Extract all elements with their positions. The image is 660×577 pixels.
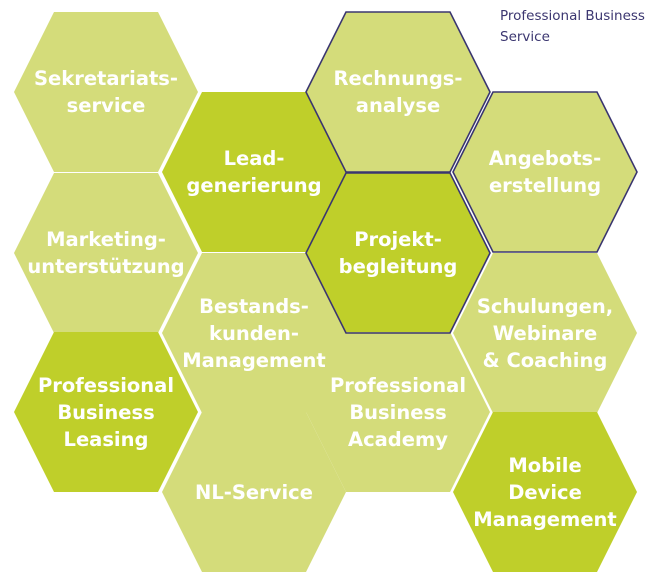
legend-line-1: Professional Business (500, 8, 645, 24)
hexagon-shape-sekretariatsservice (14, 12, 198, 172)
hexagon-professional-business-leasing (14, 332, 198, 492)
hexagon-shape-schulungen-webinare-coaching (453, 253, 637, 413)
hexagon-professional-business-academy (306, 332, 490, 492)
hexagon-shape-rechnungsanalyse (306, 12, 490, 172)
hexagon-nl-service (162, 412, 346, 572)
legend-line-2: Service (500, 29, 550, 45)
hexagon-outline-projektbegleitung (305, 172, 491, 334)
hexagon-shape-professional-business-academy (306, 332, 490, 492)
hexagon-angebotserstellung (453, 92, 637, 252)
hexagon-schulungen-webinare-coaching (453, 253, 637, 413)
hexagon-shape-marketingunterstuetzung (14, 173, 198, 333)
hexagon-shape-projektbegleitung (306, 173, 490, 333)
hexagon-marketingunterstuetzung (14, 173, 198, 333)
hexagon-shape-bestandskunden-management (162, 253, 346, 413)
hexagon-leadgenerierung (162, 92, 346, 252)
diagram-legend: Professional Business Service (500, 6, 645, 48)
hexagon-mobile-device-management (453, 412, 637, 572)
hexagon-shape-leadgenerierung (162, 92, 346, 252)
hexagon-bestandskunden-management (162, 253, 346, 413)
hexagon-rechnungsanalyse (306, 12, 490, 172)
hexagon-outline-rechnungsanalyse (305, 11, 491, 173)
hexagon-shape-mobile-device-management (453, 412, 637, 572)
hexagon-sekretariatsservice (14, 12, 198, 172)
hexagon-shape-nl-service (162, 412, 346, 572)
hexagon-shape-professional-business-leasing (14, 332, 198, 492)
hexagon-projektbegleitung (306, 173, 490, 333)
hexagon-shape-angebotserstellung (453, 92, 637, 252)
hexagon-outline-angebotserstellung (452, 91, 638, 253)
